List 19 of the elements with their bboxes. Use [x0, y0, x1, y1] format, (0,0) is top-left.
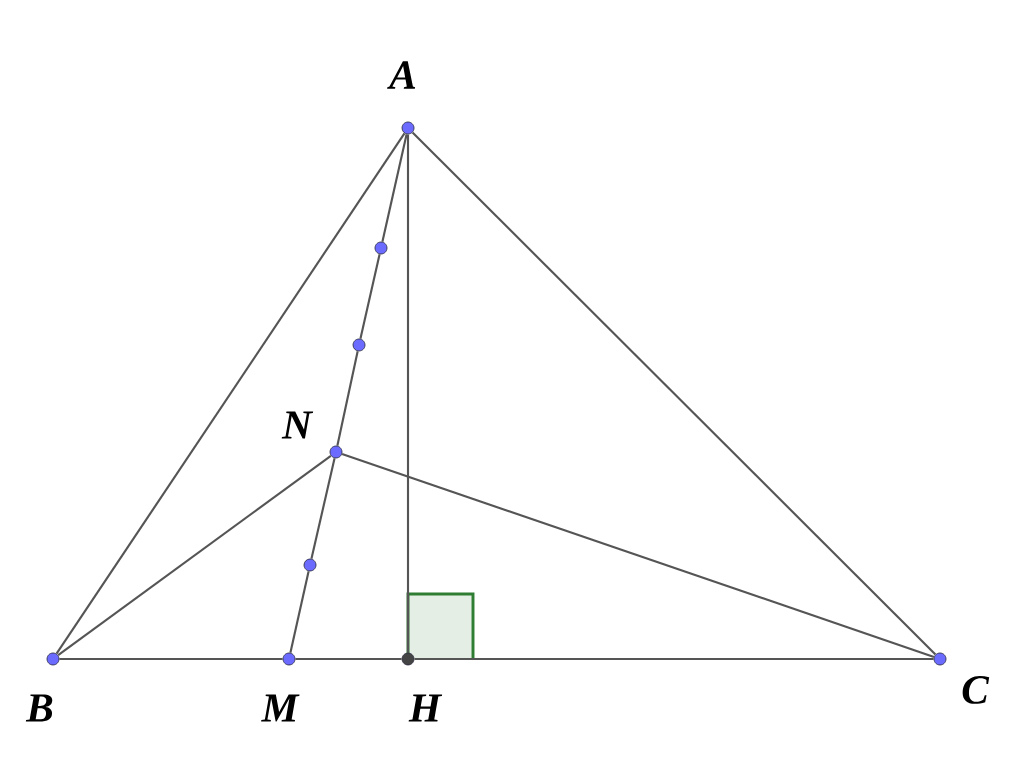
point-label: N: [281, 411, 314, 439]
segment: [381, 134, 408, 242]
segment: [359, 254, 381, 339]
segment: [336, 351, 359, 446]
point-label: M: [261, 694, 300, 722]
segment: [406, 134, 410, 653]
point-label: C: [962, 676, 990, 704]
segment: [289, 571, 310, 653]
segment: [55, 132, 406, 655]
segment: [295, 657, 402, 661]
segment: [59, 657, 283, 661]
point-label: A: [387, 61, 416, 89]
segment: [414, 657, 934, 661]
point-label: B: [25, 694, 53, 722]
point-label: H: [408, 694, 443, 722]
segment: [341, 453, 935, 658]
segment: [57, 454, 332, 657]
segment: [411, 131, 937, 656]
segment: [310, 458, 336, 559]
